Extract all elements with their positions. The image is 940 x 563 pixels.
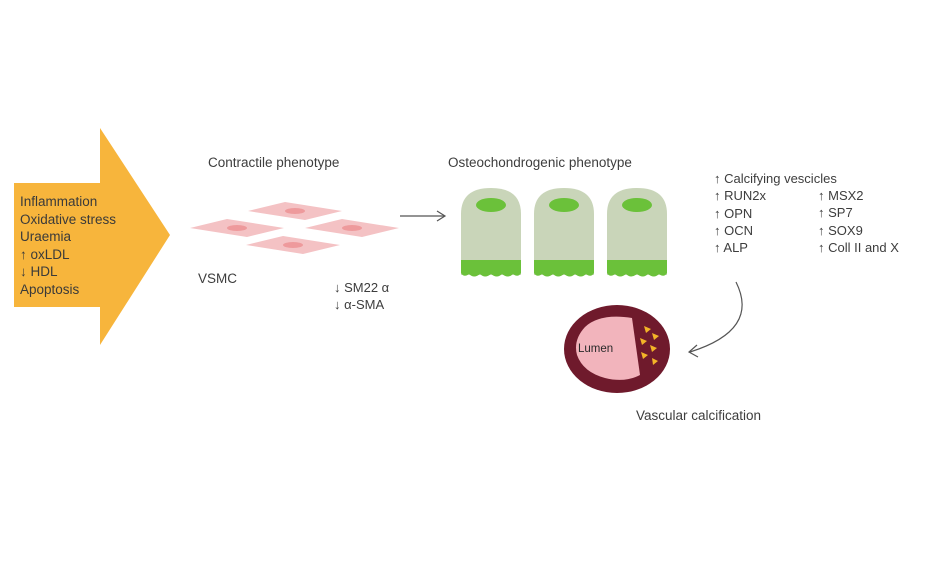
vsmc-nucleus: [283, 242, 303, 248]
osteo-cells: [461, 188, 667, 277]
vsmc-cells: [190, 202, 399, 254]
contractile-marker: ↓ α-SMA: [334, 297, 385, 313]
osteo-cell: [534, 188, 594, 277]
osteo-markers-col1: ↑ Calcifying vescicles ↑ RUN2x ↑ OPN ↑ O…: [714, 170, 837, 256]
lumen-area: [576, 316, 640, 380]
risk-factor: ↑ oxLDL: [20, 246, 70, 262]
risk-factor: Apoptosis: [20, 281, 80, 297]
osteo-cell: [607, 188, 667, 277]
osteo-markers-col2: ↑ MSX2 ↑ SP7 ↑ SOX9 ↑ Coll II and X: [818, 187, 899, 256]
calcification-deposits: [640, 326, 659, 365]
osteo-marker: ↑ SP7: [818, 205, 853, 221]
contractile-markers: ↓ SM22 α ↓ α-SMA: [334, 279, 389, 314]
osteo-marker: ↑ RUN2x: [714, 188, 767, 204]
osteo-marker: ↑ ALP: [714, 240, 748, 256]
vascular-calcification-caption: Vascular calcification: [636, 408, 762, 423]
vsmc-nucleus: [342, 225, 362, 231]
risk-factor-arrow: [14, 128, 170, 345]
osteo-marker: ↑ Calcifying vescicles: [714, 171, 837, 186]
osteo-cell: [461, 188, 521, 277]
osteo-marker: ↑ OCN: [714, 222, 753, 238]
vsmc-nucleus: [285, 208, 305, 214]
vsmc-label: VSMC: [198, 271, 238, 286]
lumen-label: Lumen: [578, 343, 614, 355]
transition-arrow: [400, 210, 447, 222]
risk-factor: Inflammation: [20, 194, 98, 209]
curved-arrow: [687, 281, 743, 358]
osteo-marker: ↑ MSX2: [818, 188, 864, 203]
osteo-marker: ↑ OPN: [714, 205, 753, 221]
risk-factor-list: Inflammation Oxidative stress Uraemia ↑ …: [20, 193, 116, 299]
risk-factor: ↓ HDL: [20, 264, 58, 280]
contractile-title: Contractile phenotype: [208, 155, 340, 170]
risk-factor: Uraemia: [20, 229, 72, 245]
osteo-marker: ↑ Coll II and X: [818, 239, 899, 255]
vessel: [564, 305, 670, 393]
osteo-title: Osteochondrogenic phenotype: [448, 155, 632, 170]
contractile-marker: ↓ SM22 α: [334, 280, 390, 295]
vsmc-nucleus: [227, 225, 247, 231]
risk-factor: Oxidative stress: [20, 211, 117, 227]
osteo-marker: ↑ SOX9: [818, 222, 863, 238]
